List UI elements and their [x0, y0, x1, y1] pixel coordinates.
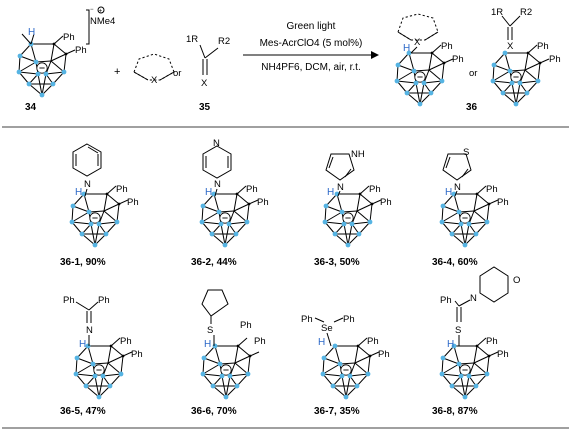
positive-charge: + — [99, 9, 103, 15]
ph-label: Ph — [537, 41, 549, 52]
product-caption: 36-8, 87% — [432, 406, 478, 417]
ph-label: Ph — [378, 349, 390, 360]
ph-label: Ph — [98, 295, 110, 306]
condition-additives: NH4PF6, DCM, air, r.t. — [261, 62, 360, 73]
product-36-7: Ph Ph Se H Ph Ph 36-7, 35% — [301, 314, 390, 417]
cage-h-label: H — [445, 187, 452, 198]
product-36-8: Ph N O S H Ph Ph 36-8, 87% — [432, 266, 520, 417]
linking-atom: N — [214, 179, 221, 190]
ring-atom: NH — [351, 149, 365, 160]
ph-label: Ph — [486, 336, 498, 347]
r1-label: 1R — [491, 7, 503, 18]
product-36-acyclic: 1R R2 X Ph Ph — [490, 7, 561, 107]
r2-label: R2 — [520, 7, 532, 18]
reactant-34: H Ph Ph − + NMe4 34 — [16, 6, 115, 113]
product-caption: 36-7, 35% — [314, 406, 360, 417]
ph-label: Ph — [116, 184, 128, 195]
product-number: 36 — [466, 102, 478, 113]
product-caption: 36-2, 44% — [191, 257, 237, 268]
ph-label: Ph — [75, 45, 87, 56]
ph-label: Ph — [441, 41, 453, 52]
product-36-5: Ph Ph N H Ph Ph 36-5, 47% — [60, 295, 143, 417]
cage-h-label: H — [204, 339, 211, 350]
linking-atom: S — [455, 325, 461, 336]
linking-atom: N — [86, 325, 93, 336]
ph-label: Ph — [257, 197, 269, 208]
ph-label: Ph — [369, 184, 381, 195]
linking-atom: S — [207, 325, 213, 336]
ring-atom: N — [470, 293, 477, 304]
condition-catalyst: Mes-AcrClO4 (5 mol%) — [260, 38, 363, 49]
r2-label: R2 — [218, 36, 230, 47]
ring-atom: N — [213, 138, 220, 149]
product-36-6: S H Ph Ph 36-6, 70% — [191, 289, 266, 417]
product-caption: 36-4, 60% — [432, 257, 478, 268]
cage-h-label: H — [403, 43, 410, 54]
ph-label: Ph — [63, 295, 75, 306]
ph-label: Ph — [131, 349, 143, 360]
reaction-arrow: Green light Mes-AcrClO4 (5 mol%) NH4PF6,… — [243, 21, 379, 73]
cage-h-label: H — [318, 337, 325, 348]
ph-label: Ph — [301, 314, 313, 325]
ph-label: Ph — [380, 197, 392, 208]
ph-label: Ph — [120, 336, 132, 347]
product-caption: 36-6, 70% — [191, 406, 237, 417]
cage-h-label: H — [327, 187, 334, 198]
ring-atom: S — [463, 147, 469, 158]
heteroatom-label: X — [201, 78, 208, 89]
acyclic-reagent: 1R R2 X 35 — [186, 34, 230, 113]
ph-label: Ph — [127, 197, 139, 208]
heteroatom-label: X — [151, 75, 158, 86]
ph-label: Ph — [497, 349, 509, 360]
product-36-1: N H Ph Ph 36-1, 90% — [60, 143, 139, 268]
heteroatom-label: X — [414, 37, 421, 48]
product-36-4: S N H Ph Ph 36-4, 60% — [432, 147, 509, 268]
cage-h-label: H — [205, 187, 212, 198]
r1-label: 1R — [186, 34, 198, 45]
ph-label: Ph — [452, 54, 464, 65]
product-36-3: NH N H Ph Ph 36-3, 50% — [314, 149, 392, 268]
ph-label: Ph — [254, 336, 266, 347]
ph-label: Ph — [343, 314, 355, 325]
product-caption: 36-1, 90% — [60, 257, 106, 268]
ph-label: Ph — [63, 32, 75, 43]
product-caption: 36-3, 50% — [314, 257, 360, 268]
cage-h-label: H — [447, 339, 454, 350]
product-36-cyclic: X H Ph Ph — [394, 13, 464, 107]
heteroatom-label: X — [507, 41, 514, 52]
ph-label: Ph — [486, 184, 498, 195]
linking-atom: N — [337, 182, 344, 193]
plus-sign: + — [114, 66, 120, 78]
condition-light: Green light — [287, 21, 336, 32]
cation-label: NMe4 — [90, 16, 115, 27]
reagent-number: 35 — [199, 102, 211, 113]
ph-label: Ph — [440, 295, 452, 306]
product-caption: 36-5, 47% — [60, 406, 106, 417]
cage-h-label: H — [28, 27, 35, 38]
linking-atom: Se — [321, 323, 333, 334]
linking-atom: N — [454, 182, 461, 193]
ph-label: Ph — [497, 197, 509, 208]
cage-h-label: H — [79, 339, 86, 350]
ph-label: Ph — [246, 184, 258, 195]
ph-label: Ph — [240, 320, 252, 331]
ring-atom: O — [513, 275, 520, 286]
cyclic-reagent: X — [133, 53, 175, 86]
or-label: or — [469, 68, 477, 79]
reactant-number: 34 — [25, 102, 37, 113]
or-label: or — [173, 68, 181, 79]
linking-atom: N — [84, 179, 91, 190]
product-36-2: N N H Ph Ph 36-2, 44% — [191, 138, 269, 268]
ph-label: Ph — [549, 54, 561, 65]
ph-label: Ph — [367, 336, 379, 347]
cage-h-label: H — [75, 187, 82, 198]
negative-charge: − — [90, 7, 94, 13]
